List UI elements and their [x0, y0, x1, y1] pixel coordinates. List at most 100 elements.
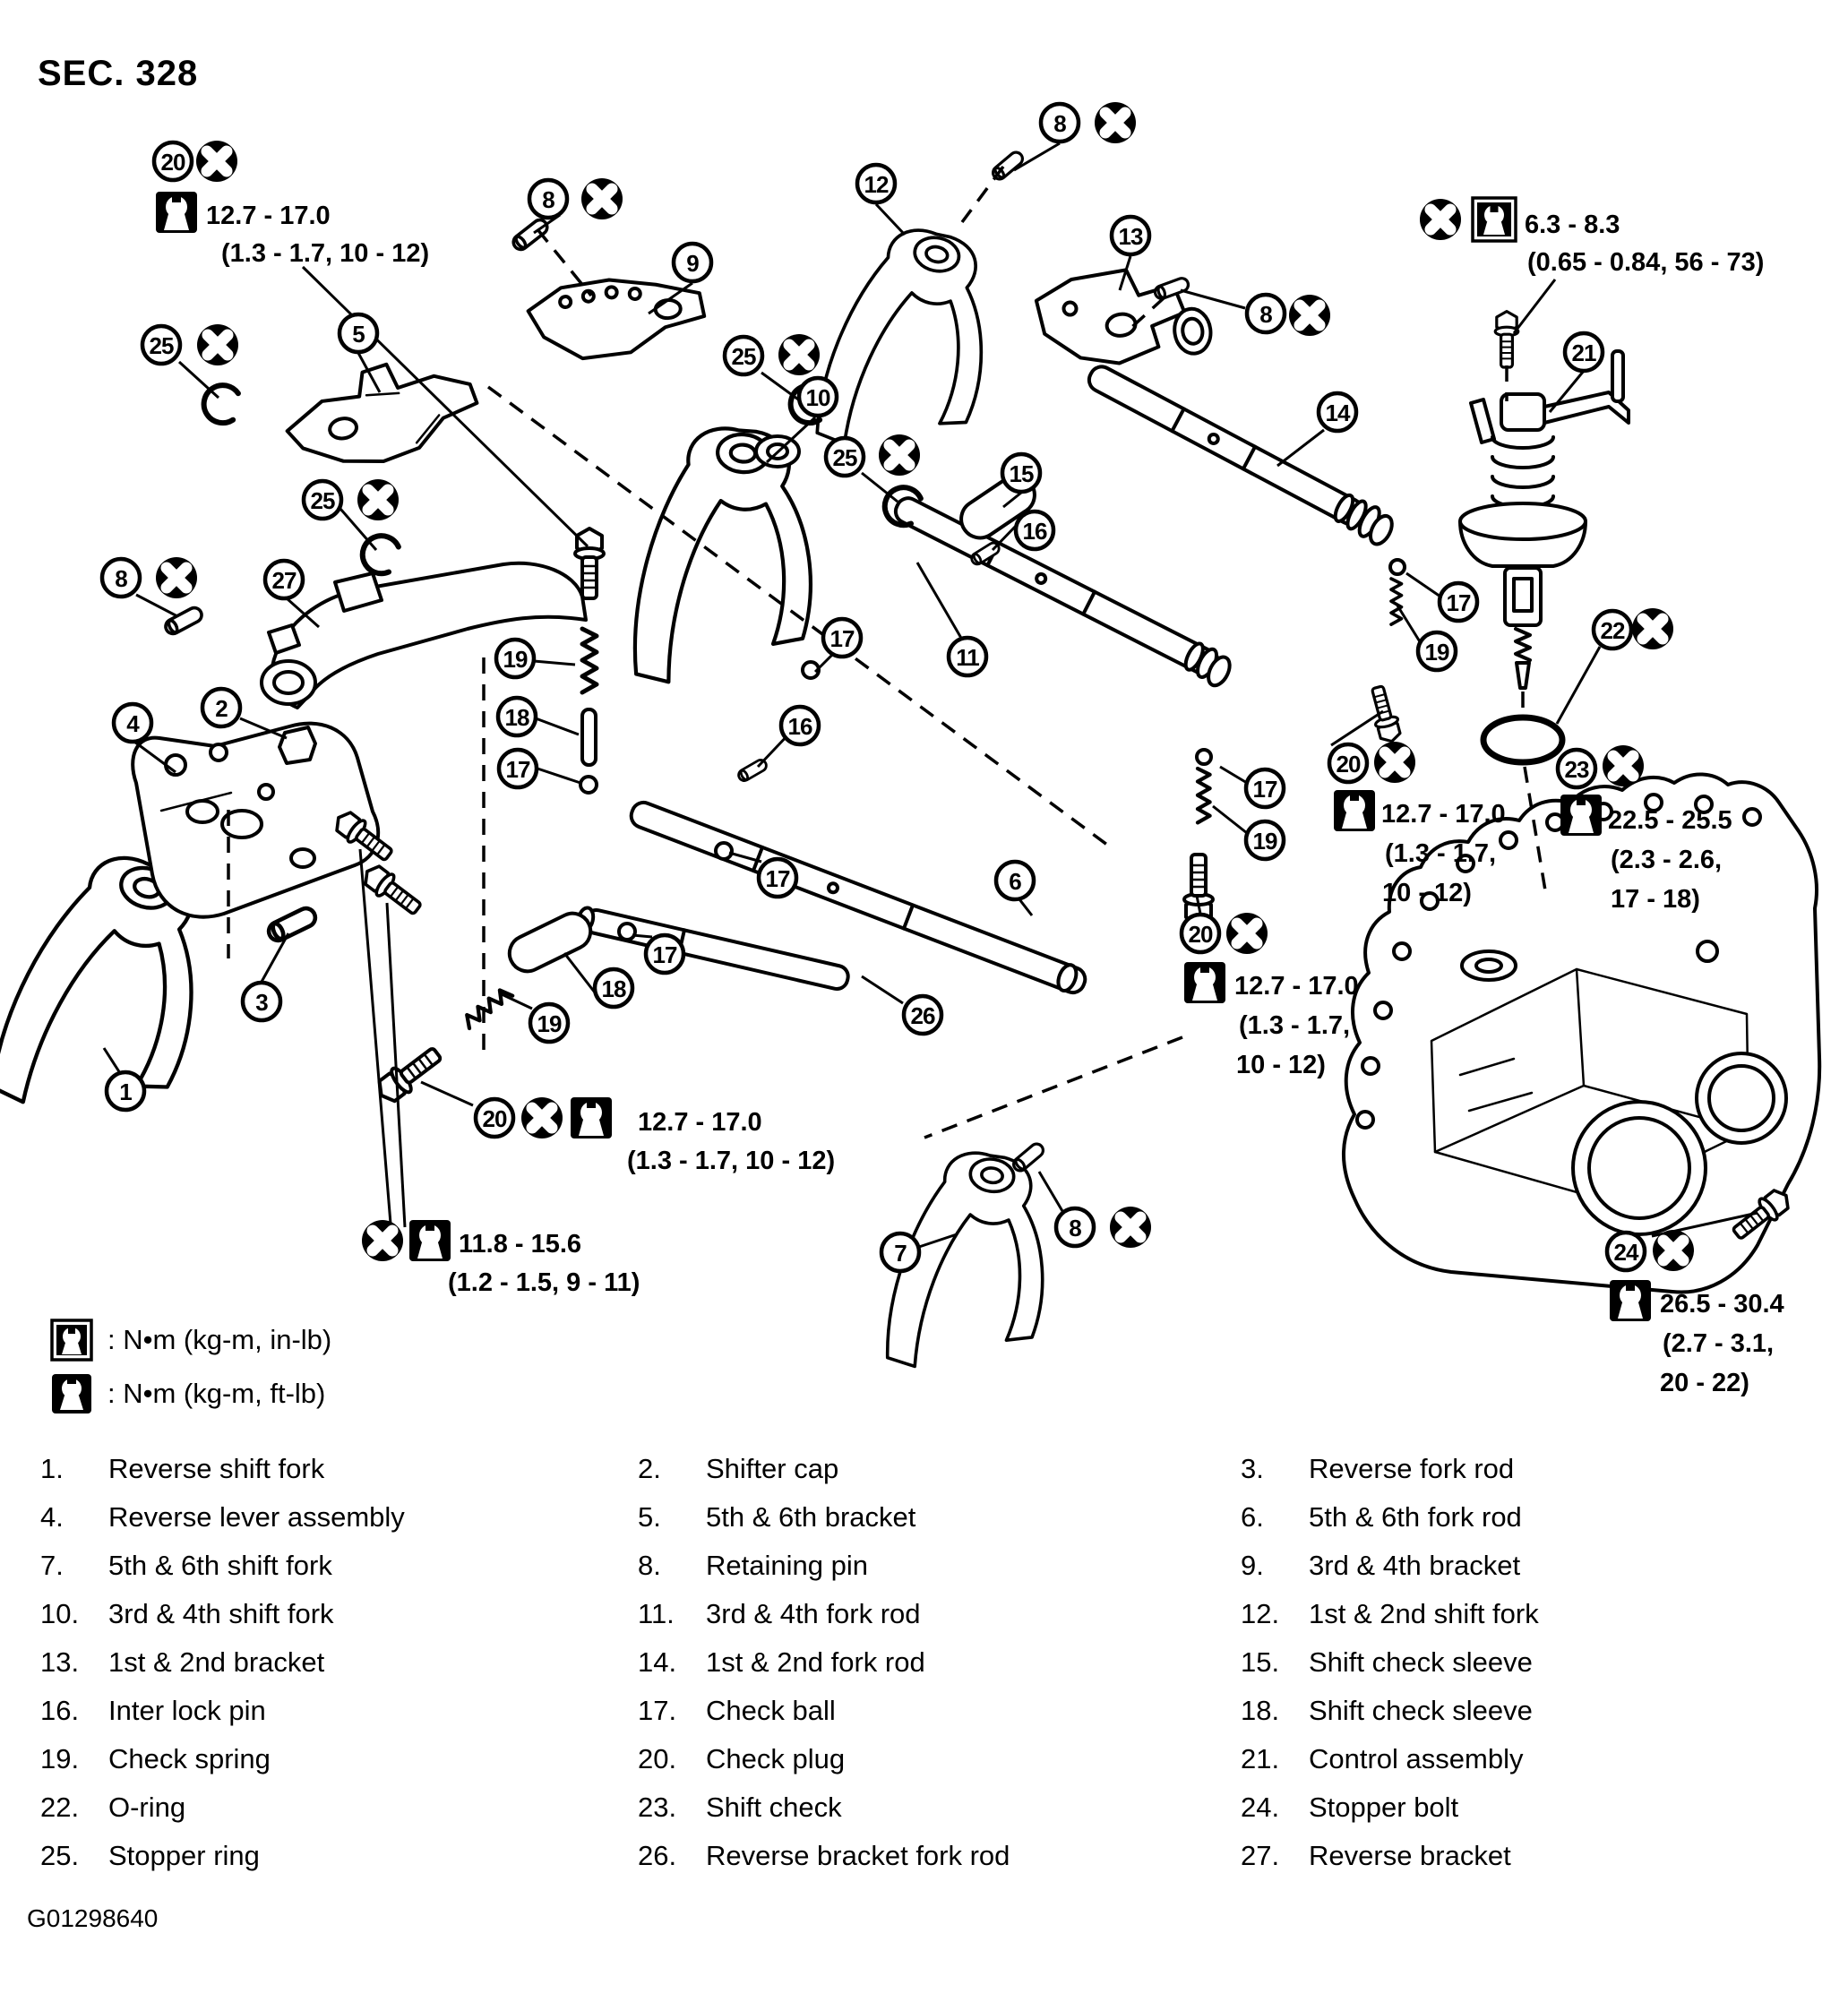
svg-text:8: 8	[542, 186, 554, 213]
part-callout-15: 15	[1000, 451, 1043, 494]
svg-text:16: 16	[1023, 518, 1047, 545]
part-number: 17.	[638, 1695, 677, 1726]
torque-value: 10 - 12)	[1236, 1051, 1326, 1079]
part-callout-8: 8	[1038, 101, 1081, 144]
leader-line	[286, 597, 320, 629]
cross-icon	[362, 1220, 403, 1261]
torque-value: (0.65 - 0.84, 56 - 73)	[1527, 248, 1764, 277]
part-number: 11.	[638, 1598, 675, 1629]
transmission-case	[1341, 772, 1822, 1294]
fifth-sixth-bracket	[285, 362, 479, 464]
svg-text:17: 17	[830, 625, 855, 652]
part-number: 1.	[40, 1453, 64, 1484]
svg-text:18: 18	[602, 975, 626, 1002]
cross-icon	[1289, 295, 1330, 336]
leader-line	[874, 202, 907, 236]
reverse-fork-rod-pin	[266, 906, 319, 944]
svg-text:19: 19	[1253, 828, 1277, 855]
part-callout-3: 3	[240, 980, 283, 1023]
part-callout-17: 17	[496, 747, 539, 790]
part-callout-17: 17	[643, 932, 686, 975]
part-number: 21.	[1241, 1743, 1280, 1774]
svg-text:6: 6	[1009, 868, 1021, 895]
part-name: 5th & 6th fork rod	[1309, 1501, 1522, 1533]
part-number: 10.	[40, 1598, 80, 1629]
part-number: 6.	[1241, 1501, 1264, 1533]
shift-check-sleeve-18	[507, 911, 593, 974]
svg-text:17: 17	[1447, 589, 1471, 616]
first-second-shift-fork	[811, 215, 1010, 470]
cross-icon	[1374, 742, 1415, 783]
assembly-axis-line	[486, 385, 1113, 849]
part-callout-10: 10	[796, 375, 839, 418]
check-spring	[462, 986, 512, 1028]
leader-line	[563, 952, 597, 993]
wrench-inlb-icon	[1471, 196, 1517, 243]
leader-line	[1037, 1171, 1064, 1212]
parts-list-item-21: 21.Control assembly	[1241, 1743, 1523, 1775]
svg-text:24: 24	[1614, 1239, 1639, 1266]
part-name: Reverse fork rod	[1309, 1453, 1515, 1484]
svg-text:26: 26	[911, 1002, 935, 1029]
part-callout-2: 2	[200, 686, 243, 729]
leader-line	[501, 992, 533, 1010]
check-ball	[617, 922, 637, 941]
part-name: Reverse bracket fork rod	[706, 1840, 1010, 1871]
leader-line	[1180, 288, 1246, 310]
svg-text:21: 21	[1572, 339, 1596, 366]
leader-line	[420, 1080, 474, 1107]
check-spring	[582, 629, 597, 692]
torque-value: (2.7 - 3.1,	[1663, 1329, 1774, 1358]
part-name: 3rd & 4th shift fork	[108, 1598, 334, 1629]
cross-icon	[1653, 1230, 1694, 1271]
figure-code: G01298640	[27, 1904, 159, 1932]
parts-list-item-23: 23.Shift check	[638, 1791, 842, 1824]
part-callout-5: 5	[337, 312, 380, 355]
svg-text:9: 9	[686, 250, 699, 277]
leader-line	[915, 562, 964, 640]
part-name: Stopper ring	[108, 1840, 260, 1871]
parts-list-item-15: 15.Shift check sleeve	[1241, 1646, 1533, 1679]
svg-text:10: 10	[806, 384, 830, 411]
cross-icon	[581, 178, 623, 219]
part-name: Check plug	[706, 1743, 846, 1774]
part-name: 1st & 2nd shift fork	[1309, 1598, 1539, 1629]
svg-text:17: 17	[1253, 776, 1277, 803]
part-callout-21: 21	[1562, 331, 1605, 374]
leader-line	[339, 508, 378, 551]
part-callout-27: 27	[262, 558, 305, 601]
part-number: 9.	[1241, 1550, 1264, 1581]
check-plug-bolt	[371, 1040, 448, 1109]
part-callout-11: 11	[946, 635, 989, 678]
cross-icon	[357, 479, 399, 520]
part-callout-20: 20	[151, 140, 194, 183]
svg-text:5: 5	[352, 321, 365, 348]
torque-value: (1.3 - 1.7, 10 - 12)	[627, 1147, 835, 1175]
part-name: Retaining pin	[706, 1550, 868, 1581]
svg-text:8: 8	[1259, 301, 1272, 328]
part-callout-4: 4	[111, 701, 154, 744]
leader-line	[761, 371, 802, 403]
legend-inlb-label: : N•m (kg-m, in-lb)	[107, 1324, 332, 1355]
parts-list-item-24: 24.Stopper bolt	[1241, 1791, 1458, 1824]
part-callout-8: 8	[527, 177, 570, 220]
part-number: 8.	[638, 1550, 661, 1581]
part-number: 5.	[638, 1501, 661, 1533]
part-callout-7: 7	[879, 1231, 922, 1274]
leader-line	[1330, 709, 1384, 747]
torque-value: 12.7 - 17.0	[638, 1108, 762, 1137]
part-number: 12.	[1241, 1598, 1280, 1629]
parts-list-item-19: 19.Check spring	[40, 1743, 271, 1775]
part-callout-16: 16	[778, 704, 821, 747]
parts-list-item-27: 27.Reverse bracket	[1241, 1840, 1511, 1872]
torque-value: 20 - 22)	[1660, 1369, 1749, 1397]
leader-line	[1212, 804, 1248, 835]
part-number: 25.	[40, 1840, 80, 1871]
parts-list-item-22: 22.O-ring	[40, 1791, 185, 1824]
assembly-axis-line	[924, 1035, 1183, 1139]
retaining-pin	[161, 603, 206, 639]
part-callout-12: 12	[855, 162, 898, 205]
control-bolt	[1493, 310, 1520, 369]
check-ball	[714, 841, 734, 861]
